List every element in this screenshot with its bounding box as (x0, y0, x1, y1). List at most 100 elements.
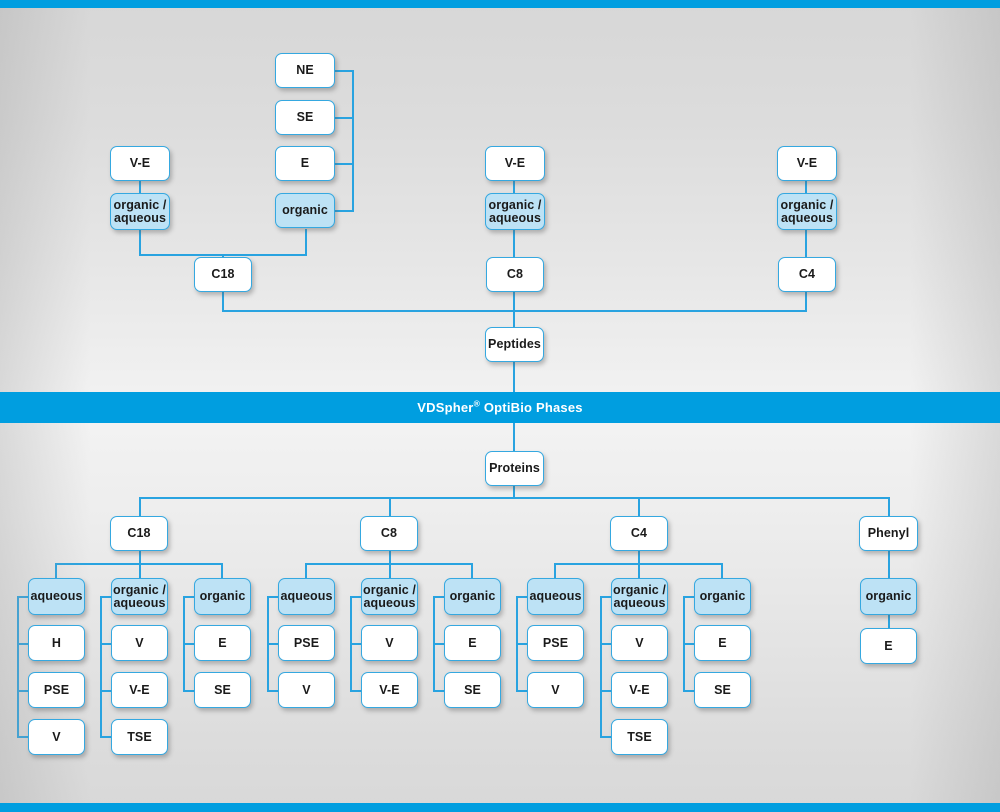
node-c4-organic-se[interactable]: SE (694, 672, 751, 708)
node-c18-aqueous-h[interactable]: H (28, 625, 85, 661)
node-peptides-c18-ve[interactable]: V-E (110, 146, 170, 181)
node-c4-organic[interactable]: organic (694, 578, 751, 615)
node-c18-organic-e[interactable]: E (194, 625, 251, 661)
node-peptides-c4[interactable]: C4 (778, 257, 836, 292)
connector-e-stub (335, 163, 354, 165)
connector-c4-oa-drop (638, 563, 640, 579)
node-c8-oa-v[interactable]: V (361, 625, 418, 661)
node-c4-oa-tse[interactable]: TSE (611, 719, 668, 755)
node-peptides-c4-ve[interactable]: V-E (777, 146, 837, 181)
node-proteins-root[interactable]: Proteins (485, 451, 544, 486)
connector-c4-organic-drop (721, 563, 723, 579)
connector-phenyl-organic (888, 551, 890, 579)
node-c8-organic-se[interactable]: SE (444, 672, 501, 708)
connector-phenyl-organic-e (888, 615, 890, 629)
connector-c4-aq-stub2 (516, 690, 528, 692)
bottom-accent-strip (0, 803, 1000, 812)
node-c8-organic[interactable]: organic (444, 578, 501, 615)
connector-c18-or-stub2 (183, 690, 195, 692)
node-peptides-c18-organic[interactable]: organic (275, 193, 335, 228)
connector-organic-down-c18 (305, 229, 307, 255)
node-peptides-c8-organic-aqueous[interactable]: organic / aqueous (485, 193, 545, 230)
node-c8-organic-aqueous[interactable]: organic / aqueous (361, 578, 418, 615)
node-proteins-c8[interactable]: C8 (360, 516, 418, 551)
connector-c4-groupstem (638, 551, 640, 564)
connector-c18-oa-stub3 (100, 736, 112, 738)
node-peptides-c18-organic-aqueous[interactable]: organic / aqueous (110, 193, 170, 230)
node-peptides-c18-organic-e[interactable]: E (275, 146, 335, 181)
connector-c4-oa-stub1 (600, 643, 612, 645)
node-peptides-c18-organic-se[interactable]: SE (275, 100, 335, 135)
node-proteins-phenyl[interactable]: Phenyl (859, 516, 918, 551)
node-peptides-c18[interactable]: C18 (194, 257, 252, 292)
node-c4-aqueous[interactable]: aqueous (527, 578, 584, 615)
node-c18-aqueous-v[interactable]: V (28, 719, 85, 755)
node-c18-organic-aqueous[interactable]: organic / aqueous (111, 578, 168, 615)
connector-c8-aqueous-drop (305, 563, 307, 579)
node-proteins-c18[interactable]: C18 (110, 516, 168, 551)
connector-bus-to-c4 (638, 497, 640, 517)
connector-ve-oa-c4 (805, 181, 807, 195)
connector-c18-aq-stub3 (17, 736, 29, 738)
connector-c18-aq-stub2 (17, 690, 29, 692)
node-c18-organic[interactable]: organic (194, 578, 251, 615)
connector-c8-aq-stub2 (267, 690, 279, 692)
connector-organic-stub (335, 210, 354, 212)
connector-banner-to-proteins (513, 422, 515, 453)
node-phenyl-organic-e[interactable]: E (860, 628, 917, 664)
connector-oa-down-c18 (139, 229, 141, 255)
node-phenyl-organic[interactable]: organic (860, 578, 917, 615)
node-c18-organic-se[interactable]: SE (194, 672, 251, 708)
node-c4-oa-ve[interactable]: V-E (611, 672, 668, 708)
node-c18-oa-tse[interactable]: TSE (111, 719, 168, 755)
connector-se-stub (335, 117, 354, 119)
connector-bus-to-c8 (389, 497, 391, 517)
connector-c8-or-head (433, 596, 445, 598)
node-c4-aqueous-v[interactable]: V (527, 672, 584, 708)
connector-c18-aq-head (17, 596, 29, 598)
connector-c8-oa-drop (389, 563, 391, 579)
node-c8-oa-ve[interactable]: V-E (361, 672, 418, 708)
connector-c4-aq-head (516, 596, 528, 598)
connector-ve-oa-c18 (139, 181, 141, 195)
connector-c4-oa-stub3 (600, 736, 612, 738)
connector-c8-groupbus (305, 563, 472, 565)
node-c18-aqueous[interactable]: aqueous (28, 578, 85, 615)
node-c4-organic-e[interactable]: E (694, 625, 751, 661)
top-accent-strip (0, 0, 1000, 8)
connector-c8-aq-stub1 (267, 643, 279, 645)
node-peptides-c4-organic-aqueous[interactable]: organic / aqueous (777, 193, 837, 230)
connector-bus-to-peptides (513, 310, 515, 329)
node-peptides-c18-organic-ne[interactable]: NE (275, 53, 335, 88)
node-c4-oa-v[interactable]: V (611, 625, 668, 661)
node-c8-organic-e[interactable]: E (444, 625, 501, 661)
connector-proteins-bus (139, 497, 890, 499)
node-c8-aqueous-v[interactable]: V (278, 672, 335, 708)
connector-c4-or-head (683, 596, 695, 598)
connector-c18-or-stub1 (183, 643, 195, 645)
node-c4-organic-aqueous[interactable]: organic / aqueous (611, 578, 668, 615)
connector-c4-aq-stub1 (516, 643, 528, 645)
connector-ne-stub (335, 70, 354, 72)
node-peptides-c8-ve[interactable]: V-E (485, 146, 545, 181)
connector-c4-to-bus (805, 291, 807, 311)
node-c18-oa-v[interactable]: V (111, 625, 168, 661)
node-c8-aqueous-pse[interactable]: PSE (278, 625, 335, 661)
connector-c18-aq-stub1 (17, 643, 29, 645)
connector-c4-or-stub2 (683, 690, 695, 692)
connector-bus-to-c18 (139, 497, 141, 517)
connector-c8-aq-head (267, 596, 279, 598)
node-peptides-root[interactable]: Peptides (485, 327, 544, 362)
connector-c18-oa-head (100, 596, 112, 598)
node-proteins-c4[interactable]: C4 (610, 516, 668, 551)
connector-c8-oa-stub2 (350, 690, 362, 692)
node-c18-oa-ve[interactable]: V-E (111, 672, 168, 708)
connector-proteins-stem (513, 485, 515, 498)
connector-c4-oa-head (600, 596, 612, 598)
connector-c18-oa-stub1 (100, 643, 112, 645)
node-c4-aqueous-pse[interactable]: PSE (527, 625, 584, 661)
node-c18-aqueous-pse[interactable]: PSE (28, 672, 85, 708)
node-peptides-c8[interactable]: C8 (486, 257, 544, 292)
node-c8-aqueous[interactable]: aqueous (278, 578, 335, 615)
